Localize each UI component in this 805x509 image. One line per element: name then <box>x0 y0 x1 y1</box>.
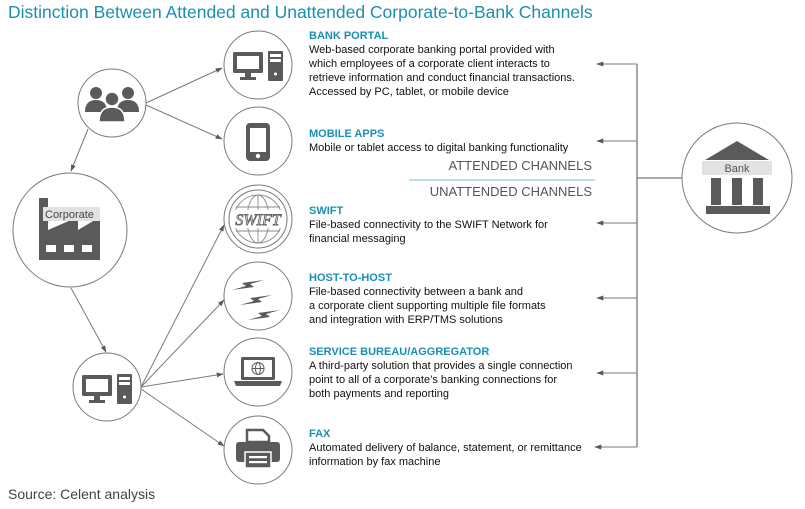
lightning-bolts-icon <box>232 280 280 320</box>
channel-description: Web-based corporate banking portal provi… <box>309 44 575 98</box>
connector-system-to-bureau <box>140 372 224 388</box>
channel-title: BANK PORTAL <box>309 30 389 42</box>
channel-description: Mobile or tablet access to digital banki… <box>309 142 569 154</box>
channel-description: A third-party solution that provides a s… <box>309 360 573 400</box>
connector-system-to-fax <box>140 388 225 447</box>
people-group-icon <box>85 87 139 123</box>
bank-building-icon <box>702 141 772 214</box>
connector-system-to-swift <box>140 224 225 388</box>
smartphone-icon <box>246 123 270 161</box>
connector-system-to-host <box>140 299 225 388</box>
channel-title: SWIFT <box>309 205 344 217</box>
channel-icon-swift: SWIFT <box>223 184 293 254</box>
channel-icon-bank-portal <box>223 30 293 100</box>
source-note: Source: Celent analysis <box>8 486 156 502</box>
attended-channels-label: ATTENDED CHANNELS <box>448 158 592 173</box>
channel-service-bureau: SERVICE BUREAU/AGGREGATOR A third-party … <box>309 346 609 401</box>
channel-bank-portal: BANK PORTAL Web-based corporate banking … <box>309 30 609 99</box>
desktop-computer-icon <box>82 374 132 404</box>
connector-employees-to-mobile <box>145 104 223 140</box>
corporate-system-node <box>72 352 142 422</box>
bank-bus <box>594 61 682 450</box>
factory-icon <box>39 198 100 260</box>
connector-employees-to-portal <box>145 67 223 104</box>
channel-swift: SWIFT File-based connectivity to the SWI… <box>309 205 609 246</box>
channel-host-to-host: HOST-TO-HOST File-based connectivity bet… <box>309 272 609 327</box>
channel-description: File-based connectivity between a bank a… <box>309 286 546 326</box>
channel-fax: FAX Automated delivery of balance, state… <box>309 428 609 469</box>
channel-mobile-apps: MOBILE APPS Mobile or tablet access to d… <box>309 128 609 155</box>
channel-title: HOST-TO-HOST <box>309 272 392 284</box>
channel-title: MOBILE APPS <box>309 128 385 140</box>
desktop-computer-icon <box>233 51 283 81</box>
corporate-label: Corporate <box>45 209 94 221</box>
swift-icon-text: SWIFT <box>235 212 281 229</box>
channel-title: FAX <box>309 428 331 440</box>
channel-description: Automated delivery of balance, statement… <box>309 442 582 468</box>
channel-icon-service-bureau <box>223 337 293 407</box>
unattended-channels-label: UNATTENDED CHANNELS <box>429 184 592 199</box>
diagram-title: Distinction Between Attended and Unatten… <box>8 2 593 22</box>
channel-icon-fax <box>223 415 293 485</box>
connector-corporate-to-system <box>70 287 107 353</box>
channel-icon-mobile-apps <box>223 106 293 176</box>
channel-description: File-based connectivity to the SWIFT Net… <box>309 219 548 245</box>
connector-employees-to-corporate <box>70 128 89 172</box>
bank-label: Bank <box>724 163 750 175</box>
employees-node <box>77 68 147 138</box>
bank-node: Bank <box>681 122 793 234</box>
laptop-globe-icon <box>234 357 282 386</box>
channel-title: SERVICE BUREAU/AGGREGATOR <box>309 346 490 358</box>
fax-printer-icon <box>236 428 280 469</box>
channel-icon-host-to-host <box>223 261 293 331</box>
corporate-node: Corporate <box>12 172 128 288</box>
